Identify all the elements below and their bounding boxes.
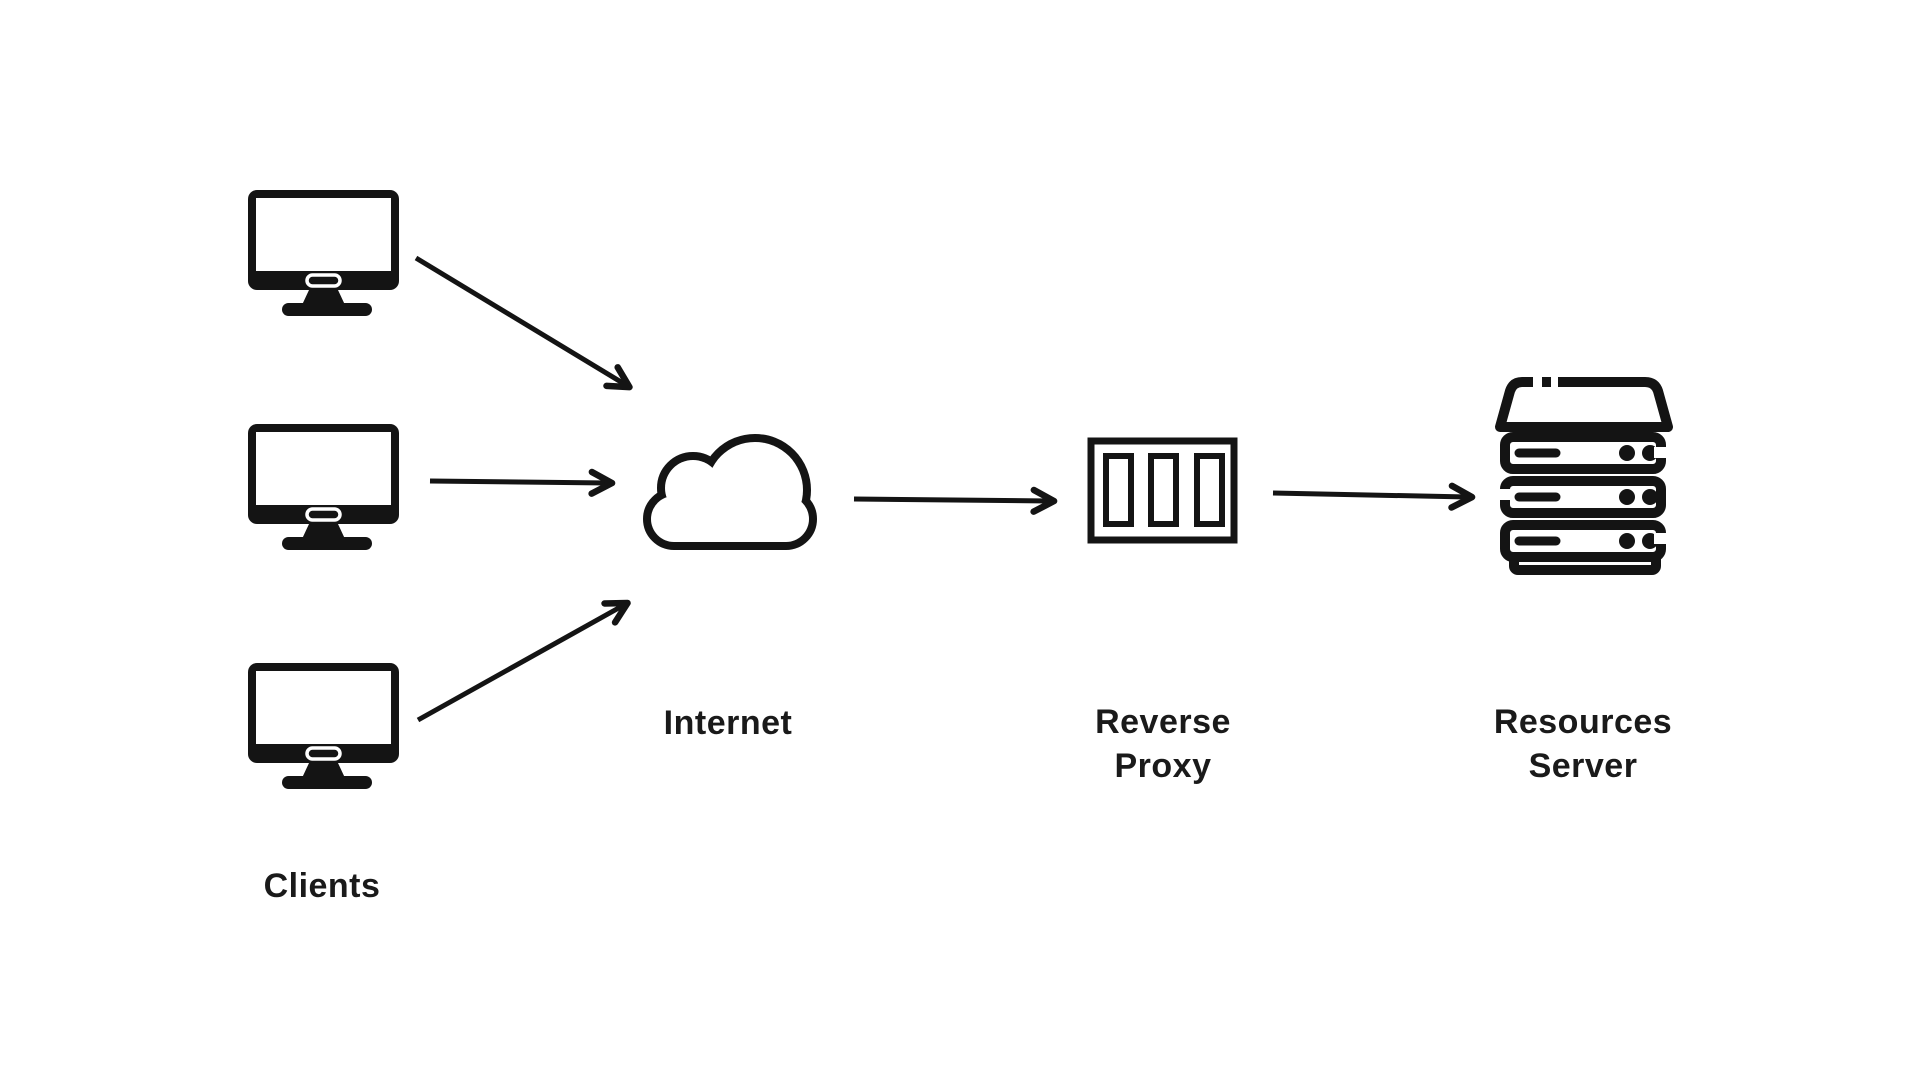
resources-server-label-line1: Resources — [1494, 703, 1672, 741]
internet-label: Internet — [664, 704, 793, 742]
edge-internet-proxy-arrow — [853, 486, 1058, 515]
reverse-proxy-label-line2: Proxy — [1115, 747, 1212, 785]
client-1-desktop-monitor-icon — [246, 188, 401, 318]
reverse-proxy-panel-icon — [1087, 437, 1238, 544]
edge-client2-internet-arrow — [429, 468, 616, 497]
server-rack-icon — [1495, 374, 1673, 575]
resources-server-label-line2: Server — [1529, 747, 1638, 785]
clients-label: Clients — [264, 867, 381, 905]
cloud-icon — [643, 434, 817, 550]
edge-proxy-server-arrow — [1272, 482, 1476, 511]
reverse-proxy-label-line1: Reverse — [1095, 703, 1231, 741]
client-2-desktop-monitor-icon — [246, 422, 401, 552]
edges — [414, 255, 1476, 723]
client-3-desktop-monitor-icon — [246, 661, 401, 791]
edge-client1-internet-arrow — [414, 255, 633, 391]
edge-client3-internet-arrow — [416, 599, 631, 723]
